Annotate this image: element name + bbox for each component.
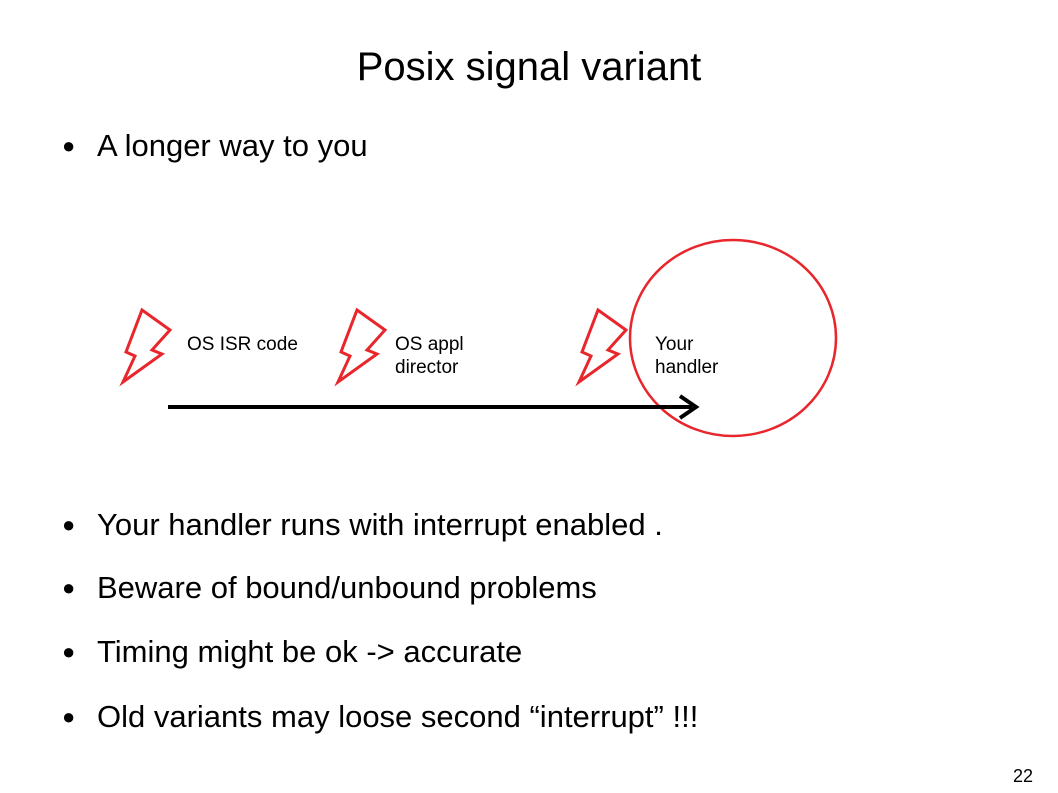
bullet-item: ● A longer way to you <box>62 126 368 166</box>
bullet-item: ● Old variants may loose second “interrup… <box>62 697 698 737</box>
lightning-bolt-icon <box>575 307 629 387</box>
bullet-text: A longer way to you <box>97 128 368 163</box>
bullet-text: Timing might be ok -> accurate <box>97 634 523 669</box>
handler-highlight-circle <box>628 238 838 438</box>
bullet-dot: ● <box>62 575 76 600</box>
os-isr-code-label: OS ISR code <box>187 334 298 355</box>
bullet-dot: ● <box>62 704 76 729</box>
bullet-text: Beware of bound/unbound problems <box>97 570 597 605</box>
page-number: 22 <box>1012 766 1033 786</box>
lightning-bolt-icon <box>334 307 388 387</box>
your-handler-label: Your handler <box>655 334 719 378</box>
bullet-item: ● Beware of bound/unbound problems <box>62 568 597 608</box>
bullet-text: Your handler runs with interrupt enabled… <box>97 507 663 542</box>
bullet-dot: ● <box>62 133 76 158</box>
os-appl-director-label: OS appl director <box>395 334 464 378</box>
flow-arrow-head <box>678 394 700 420</box>
bullet-dot: ● <box>62 639 76 664</box>
bullet-text: Old variants may loose second “interrupt… <box>97 699 699 734</box>
slide-title: Posix signal variant <box>356 45 702 89</box>
bullet-item: ● Your handler runs with interrupt enable… <box>62 505 663 545</box>
bullet-dot: ● <box>62 512 76 537</box>
bullet-item: ● Timing might be ok -> accurate <box>62 632 522 672</box>
lightning-bolt-icon <box>119 307 173 387</box>
